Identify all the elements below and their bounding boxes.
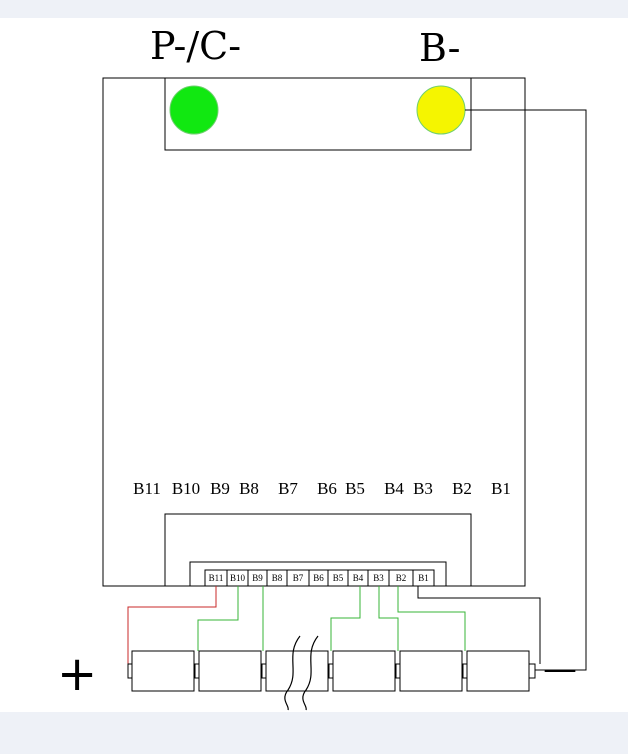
board-label-b7: B7 (278, 479, 298, 498)
b-minus-wire (465, 109, 587, 671)
board-label-b9: B9 (210, 479, 230, 498)
board-label-b1: B1 (491, 479, 511, 498)
break-line-right (302, 635, 319, 711)
pin-label-b3: B3 (373, 573, 384, 583)
board-label-b5: B5 (345, 479, 365, 498)
battery-cells (127, 650, 536, 692)
board-label-b3: B3 (413, 479, 433, 498)
cell-terminal (528, 663, 536, 679)
wire-b1 (417, 586, 541, 664)
battery-cell-4 (332, 650, 396, 692)
pin-label-b10: B10 (230, 573, 246, 583)
pin-label-b4: B4 (353, 573, 364, 583)
wire-b2 (397, 586, 466, 651)
bms-board (102, 77, 526, 587)
connector-pins: B11 B10 B9 B8 B7 B6 B5 B4 B3 B2 B1 (204, 569, 435, 587)
pin-b1 (412, 569, 435, 587)
b-minus-pad (416, 85, 466, 135)
wire-b11 (127, 586, 217, 664)
pin-label-b6: B6 (313, 573, 324, 583)
b-minus-label: B- (419, 26, 460, 70)
pin-label-b7: B7 (293, 573, 304, 583)
battery-cell-3 (265, 650, 329, 692)
battery-cell-6 (466, 650, 530, 692)
pin-label-b5: B5 (333, 573, 344, 583)
p-c-minus-pad (169, 85, 219, 135)
battery-cell-2 (198, 650, 262, 692)
pin-label-b9: B9 (252, 573, 263, 583)
board-labels: B11 B10 B9 B8 B7 B6 B5 B4 B3 B2 B1 (133, 479, 511, 498)
wire-b10 (197, 586, 239, 651)
pin-label-b1: B1 (418, 573, 429, 583)
battery-cell-1 (131, 650, 195, 692)
wire-b3 (378, 586, 399, 651)
pin-label-b8: B8 (272, 573, 283, 583)
sense-wires (127, 586, 541, 664)
p-c-minus-label: P-/C- (150, 24, 241, 68)
break-line-left (284, 635, 301, 711)
battery-negative-sign: — (543, 649, 577, 689)
board-label-b2: B2 (452, 479, 472, 498)
board-label-b6: B6 (317, 479, 337, 498)
board-label-b10: B10 (172, 479, 200, 498)
top-band (0, 0, 628, 18)
wire-b4 (330, 586, 361, 651)
pin-label-b2: B2 (396, 573, 407, 583)
bottom-band (0, 712, 628, 754)
battery-cell-5 (399, 650, 463, 692)
board-label-b8: B8 (239, 479, 259, 498)
board-label-b4: B4 (384, 479, 404, 498)
board-label-b11: B11 (133, 479, 161, 498)
pin-label-b11: B11 (209, 573, 224, 583)
battery-positive-sign: + (57, 646, 97, 702)
